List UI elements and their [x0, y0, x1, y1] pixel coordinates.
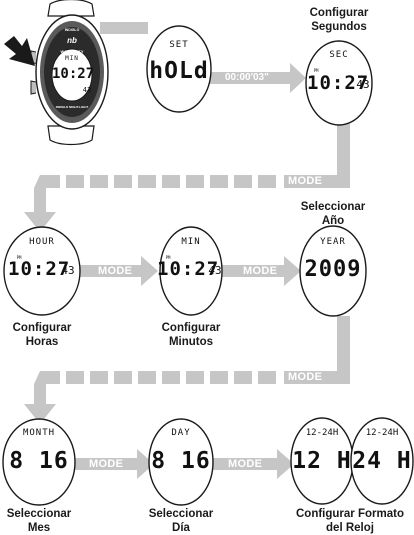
- watch-strap-bottom: [47, 125, 95, 146]
- caption-day: Seleccionar Día: [121, 507, 241, 535]
- watch-lcd: [51, 48, 93, 102]
- caption-month-line2: Mes: [27, 522, 51, 534]
- display-minutes-frame: [159, 226, 223, 316]
- caption-format-line2: del Reloj: [326, 522, 374, 534]
- hours-pm: PM: [16, 255, 22, 260]
- minutes-sec: 43: [208, 264, 222, 277]
- fmt12-main: 12 H: [292, 448, 352, 474]
- hold-main: hOLd: [149, 58, 209, 84]
- caption-month-line1: Seleccionar: [6, 508, 72, 520]
- month-main: 8 16: [9, 448, 69, 474]
- fmt24-main: 24 H: [352, 448, 412, 474]
- mode-label-hours-minutes: MODE: [98, 265, 133, 277]
- caption-format-line1: Configurar Formato: [296, 508, 404, 520]
- seconds-sec: 43: [356, 78, 370, 91]
- caption-hours: Configurar Horas: [0, 321, 102, 349]
- mode-label-minutes-year: MODE: [243, 265, 278, 277]
- caption-year-line2: Año: [321, 215, 345, 227]
- display-fmt24-frame: [350, 417, 414, 505]
- day-top: DAY: [171, 428, 191, 438]
- caption-seconds-line1: Configurar: [309, 7, 369, 19]
- minutes-top: MIN: [181, 237, 201, 247]
- minutes-main: 10:27: [157, 258, 220, 280]
- caption-format: Configurar Formato del Reloj: [287, 507, 413, 535]
- hours-top: HOUR: [29, 237, 55, 247]
- display-month-frame: [2, 418, 76, 506]
- arrow-hold-to-seconds: [210, 63, 306, 93]
- arrow-hours-to-minutes: [80, 256, 158, 286]
- hold-top: SET: [169, 40, 189, 50]
- connector-watch-to-hold: [100, 22, 148, 34]
- elapsed-time-label: 00:00'03": [225, 72, 269, 83]
- caption-minutes: Configurar Minutos: [131, 321, 251, 349]
- seconds-main: 10:27: [307, 72, 370, 94]
- year-main: 2009: [304, 257, 362, 282]
- arrow-minutes-to-year: [210, 256, 301, 286]
- seconds-top: SEC: [329, 50, 349, 60]
- year-top: YEAR: [320, 237, 346, 247]
- arrow-day-to-format: [210, 449, 294, 479]
- watch-strap-top: [47, 0, 95, 17]
- fmt24-top: 12-24H: [365, 428, 399, 438]
- watch-lcd-top: MIN: [65, 55, 79, 62]
- pointer-arrow: [4, 36, 35, 66]
- watch-illustration: [30, 0, 109, 146]
- caption-seconds-line2: Segundos: [311, 21, 367, 33]
- display-year-frame: [299, 225, 367, 317]
- watch-lcd-seconds: 43: [82, 86, 92, 94]
- minutes-pm: PM: [165, 255, 171, 260]
- day-main: 8 16: [151, 448, 211, 474]
- mode-label-day-format: MODE: [228, 458, 263, 470]
- mode-label-row2-return: MODE: [288, 371, 323, 383]
- caption-minutes-line1: Configurar: [161, 322, 221, 334]
- watch-side-button-lower: [30, 80, 37, 95]
- display-seconds-frame: [305, 40, 373, 126]
- dashed-connector-row-2: [24, 316, 350, 424]
- watch-brand-logo: nb: [67, 36, 77, 45]
- watch-bezel-top-label: INDIGLO: [65, 28, 80, 32]
- hours-sec: 43: [61, 264, 75, 277]
- seconds-pm: PM: [313, 68, 319, 73]
- caption-seconds: Configurar Segundos: [279, 6, 399, 34]
- caption-day-line2: Día: [172, 522, 190, 534]
- fmt12-top: 12-24H: [305, 428, 339, 438]
- month-top: MONTH: [22, 428, 56, 438]
- dashed-connector-row-1: [24, 122, 350, 232]
- caption-hours-line1: Configurar: [12, 322, 72, 334]
- caption-month: Seleccionar Mes: [0, 507, 99, 535]
- caption-day-line1: Seleccionar: [148, 508, 214, 520]
- caption-hours-line2: Horas: [25, 336, 59, 348]
- hours-main: 10:27: [8, 258, 71, 280]
- mode-label-row1-return: MODE: [288, 175, 323, 187]
- display-hold-frame: [146, 25, 212, 113]
- display-day-frame: [148, 418, 214, 506]
- watch-lcd-main: 10:27: [52, 66, 95, 82]
- watch-face-bottom-label: INDIGLO NIGHT-LIGHT: [56, 105, 89, 109]
- caption-year-line1: Seleccionar: [300, 201, 366, 213]
- caption-year: Seleccionar Año: [273, 200, 393, 228]
- mode-label-month-day: MODE: [89, 458, 124, 470]
- display-hours-frame: [3, 226, 81, 316]
- watch-face-top-label: WARRANTY: [60, 49, 83, 54]
- arrow-month-to-day: [74, 449, 154, 479]
- caption-minutes-line2: Minutos: [168, 336, 214, 348]
